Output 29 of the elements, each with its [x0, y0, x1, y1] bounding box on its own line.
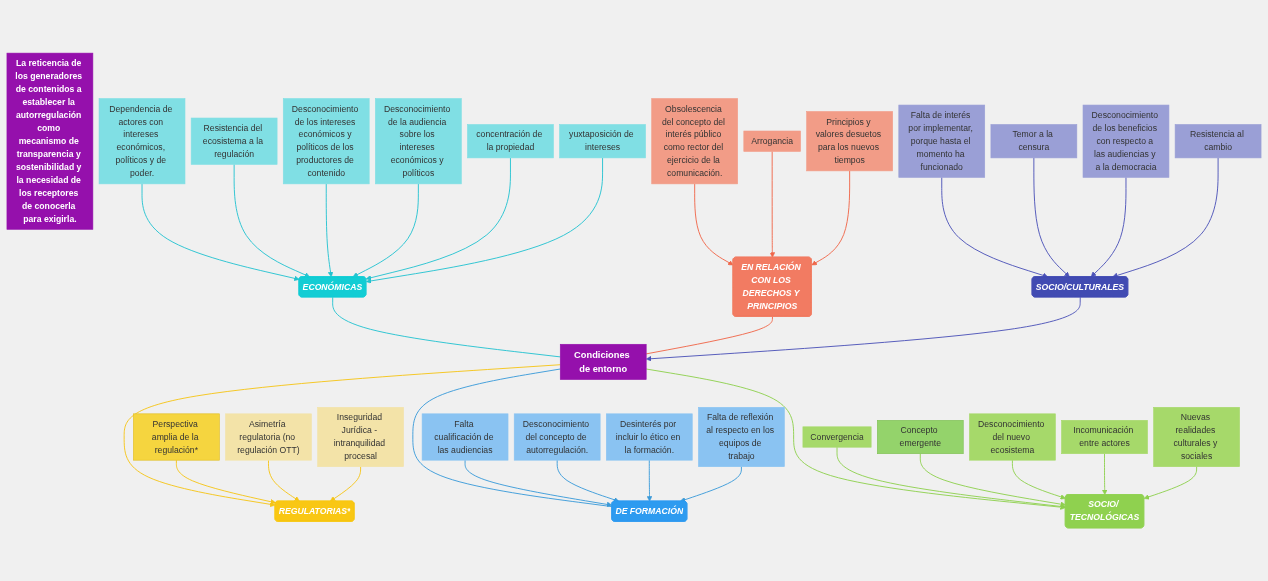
node-box: Resistencia al cambio [1174, 124, 1262, 159]
node-box: Desconocimiento del nuevo ecosistema [969, 413, 1056, 461]
node-box: Perspectiva amplia de la regulación* [133, 413, 220, 461]
node-box: Incomunicación entre actores [1061, 420, 1148, 454]
node-box: Desinterés por incluir lo ético en la formación. [606, 413, 693, 461]
node-box: Falta de interés por implementar, porque hasta el momento ha funcionado [898, 104, 986, 178]
node-box: Asimetría regulatoria (no regulación OTT) [225, 413, 312, 461]
node-box: Condiciones de entorno [559, 343, 647, 380]
node-box: Falta de reflexión al respecto en los equipos de trabajo [698, 407, 785, 467]
node-box: Falta cualificación de las audiencias [421, 413, 509, 461]
node-box: Temor a la censura [990, 124, 1078, 159]
node-box: Dependencia de actores con intereses económicos, políticos y de poder. [98, 98, 186, 185]
node-box: concentración de la propiedad [467, 124, 554, 159]
node-box: Obsolescencia del concepto del interés público como rector del ejercicio de la comunicación. [651, 98, 738, 185]
node-box: Inseguridad Jurídica - intranquilidad procesal [317, 407, 404, 467]
node-box: Convergencia [802, 426, 872, 448]
connector [332, 296, 561, 358]
node-box: Desconocimiento del concepto de autorregulación. [513, 413, 601, 461]
node-box: La reticencia de los generadores de contenidos a establecer la autorregulación como mecanismo de transparencia y sostenibilidad y la necesidad de los receptores de conocerla para exigirla. [6, 52, 94, 230]
node-box: Desconocimiento de los intereses económicos y políticos de los productores de contenido [282, 98, 370, 185]
node-box: Desconocimiento de los beneficios con respecto a las audiencias y a la democracia [1082, 104, 1170, 178]
node-box: Resistencia del ecosistema a la regulación [190, 117, 278, 165]
node-box: Arrogancia [743, 130, 801, 152]
node-box: yuxtaposición de intereses [559, 124, 646, 159]
node-box: Principios y valores desuetos para los nuevos tiempos [806, 111, 893, 172]
node-box: Desconocimiento de la audiencia sobre los intereses económicos y políticos [375, 98, 462, 185]
node-box: Concepto emergente [877, 420, 964, 454]
connector [645, 316, 773, 355]
node-box: Nuevas realidades culturales y sociales [1153, 407, 1240, 467]
